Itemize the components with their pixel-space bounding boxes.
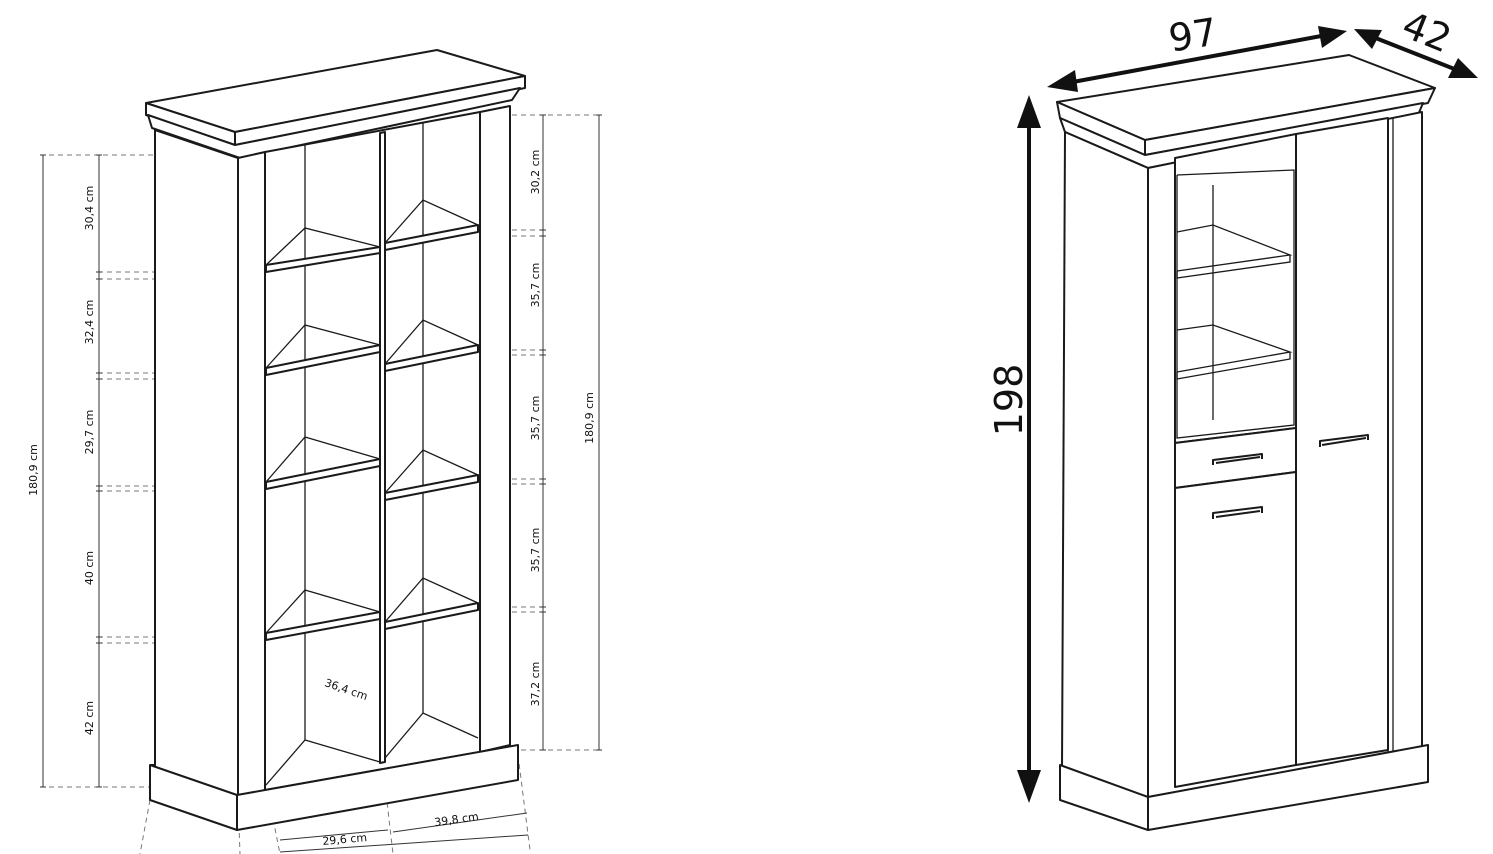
open-bookcase-drawing — [40, 49, 602, 854]
width-left-label: 29,6 cm — [322, 831, 368, 848]
right-total-height-label: 180,9 cm — [583, 392, 596, 444]
overall-depth-label: 42 — [1396, 2, 1457, 61]
left-shelf-2-label: 32,4 cm — [83, 300, 96, 345]
right-shelf-2-label: 35,7 cm — [529, 263, 542, 308]
right-shelf-5-label: 37,2 cm — [529, 662, 542, 707]
left-shelf-4-label: 40 cm — [83, 551, 96, 585]
width-right-label: 39,8 cm — [433, 810, 479, 829]
door-cabinet-drawing — [1056, 54, 1436, 831]
left-shelf-5-label: 42 cm — [83, 701, 96, 735]
left-total-height-label: 180,9 cm — [27, 444, 40, 496]
right-shelf-3-label: 35,7 cm — [529, 396, 542, 441]
left-shelf-1-label: 30,4 cm — [83, 186, 96, 231]
right-shelf-1-label: 30,2 cm — [529, 150, 542, 195]
right-door-handle — [1319, 434, 1369, 447]
right-shelf-4-label: 35,7 cm — [529, 528, 542, 573]
lower-door-handle — [1212, 506, 1263, 519]
drawer-handle — [1212, 453, 1263, 465]
overall-height-label: 198 — [987, 364, 1031, 437]
left-dimension-labels: 180,9 cm 30,4 cm 32,4 cm 29,7 cm 40 cm 4… — [27, 150, 596, 848]
overall-width-label: 97 — [1166, 10, 1221, 61]
left-shelf-3-label: 29,7 cm — [83, 410, 96, 455]
overall-dimension-arrows — [1017, 26, 1478, 803]
